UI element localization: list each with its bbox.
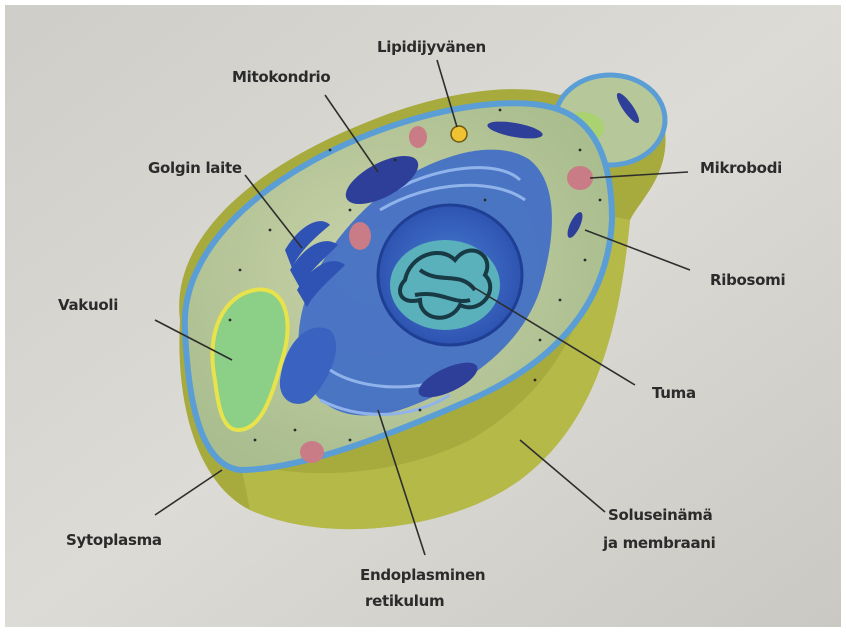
label-sytoplasma: Sytoplasma bbox=[66, 531, 162, 549]
label-soluseinama-line2: ja membraani bbox=[602, 534, 716, 552]
label-vakuoli: Vakuoli bbox=[58, 296, 118, 314]
lipid-granule bbox=[451, 126, 467, 142]
microbody bbox=[567, 166, 593, 190]
label-endoplasminen-line1: Endoplasminen bbox=[360, 566, 485, 584]
label-mitokondrio: Mitokondrio bbox=[232, 68, 330, 86]
label-golgin-laite: Golgin laite bbox=[148, 159, 242, 177]
label-mikrobodi: Mikrobodi bbox=[700, 159, 782, 177]
label-tuma: Tuma bbox=[652, 384, 696, 402]
label-endoplasminen-line2: retikulum bbox=[365, 592, 444, 610]
label-soluseinama-line1: Soluseinämä bbox=[608, 506, 712, 524]
label-ribosomi: Ribosomi bbox=[710, 271, 785, 289]
label-lipidijyvanen: Lipidijyvänen bbox=[377, 38, 486, 56]
